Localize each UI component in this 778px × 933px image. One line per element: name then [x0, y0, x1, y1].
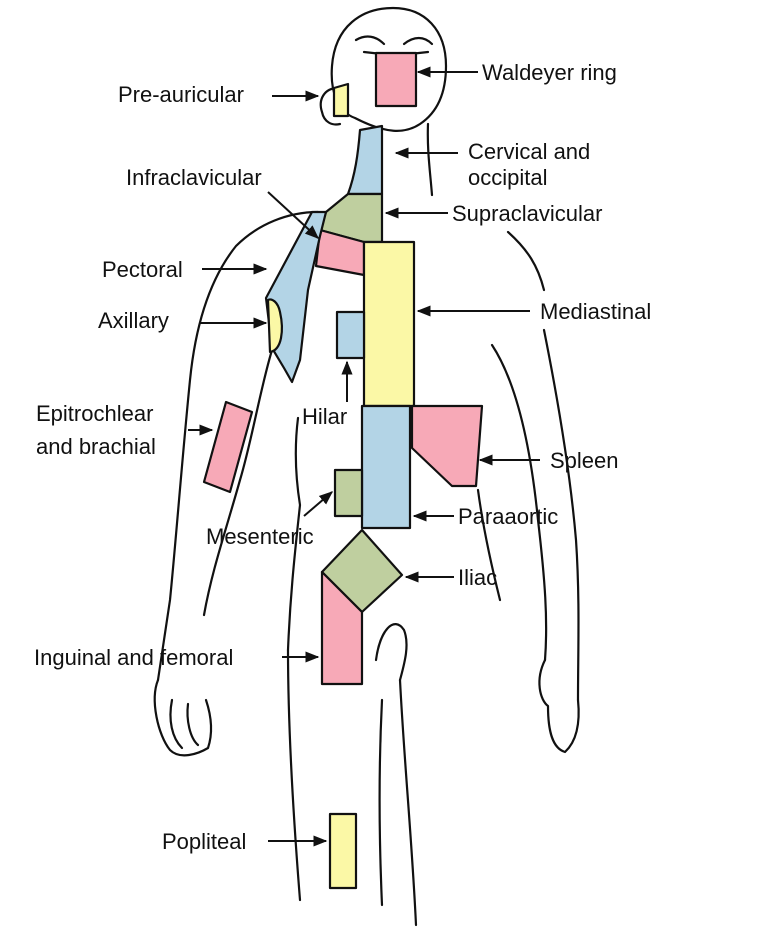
- region-mesenteric: [333, 468, 364, 518]
- left-ear: [319, 86, 342, 126]
- eyebrow-left: [354, 35, 386, 46]
- neck-right: [426, 122, 434, 197]
- leader-arrows: [188, 66, 540, 847]
- left-leg-inner: [378, 698, 384, 907]
- right-shoulder-top: [506, 230, 546, 292]
- left-torso-side: [286, 416, 302, 652]
- region-pre-auricular: [332, 82, 350, 118]
- eyebrow-right: [402, 36, 434, 46]
- label-paraaortic: Paraaortic: [458, 504, 558, 529]
- left-shoulder-arm-outer: [156, 210, 320, 682]
- region-hilar: [335, 310, 366, 360]
- region-inguinal-femoral: [320, 570, 364, 686]
- label-cervical-line1: Cervical and: [468, 139, 590, 164]
- region-mediastinal: [362, 240, 416, 408]
- label-epitrochlear-line1: Epitrochlear: [36, 401, 153, 426]
- region-waldeyer-ring: [374, 51, 418, 108]
- head-outline: [330, 6, 448, 132]
- region-epitrochlear-brachial: [202, 400, 254, 494]
- region-paraaortic: [360, 404, 412, 530]
- label-spleen: Spleen: [550, 448, 619, 473]
- label-axillary: Axillary: [98, 308, 169, 333]
- left-finger-2: [186, 702, 200, 747]
- left-arm-inner: [202, 348, 274, 617]
- region-cervical-occipital: [346, 124, 384, 196]
- label-mesenteric: Mesenteric: [206, 524, 314, 549]
- label-iliac: Iliac: [458, 565, 497, 590]
- node-labels: Waldeyer ring Pre-auricular Cervical and…: [34, 60, 651, 854]
- label-infraclavicular: Infraclavicular: [126, 165, 262, 190]
- left-hand: [153, 678, 213, 757]
- crotch: [374, 623, 408, 682]
- label-hilar: Hilar: [302, 404, 347, 429]
- region-popliteal: [328, 812, 358, 890]
- region-spleen: [410, 404, 484, 488]
- right-leg-inner: [398, 678, 418, 927]
- left-leg-outer: [286, 648, 302, 902]
- label-popliteal: Popliteal: [162, 829, 246, 854]
- arrow-infraclavicular: [267, 191, 320, 239]
- right-arm-outer: [542, 328, 580, 702]
- right-waist: [476, 488, 502, 602]
- label-waldeyer-ring: Waldeyer ring: [482, 60, 617, 85]
- arrow-mesenteric: [303, 491, 334, 517]
- label-inguinal-femoral: Inguinal and femoral: [34, 645, 233, 670]
- body-outline: [153, 6, 580, 927]
- label-pre-auricular: Pre-auricular: [118, 82, 244, 107]
- label-epitrochlear-line2: and brachial: [36, 434, 156, 459]
- left-finger-1: [169, 698, 184, 750]
- region-axillary: [266, 298, 283, 354]
- label-mediastinal: Mediastinal: [540, 299, 651, 324]
- label-cervical-line2: occipital: [468, 165, 547, 190]
- right-arm-inner: [490, 343, 548, 662]
- lymph-node-regions: [202, 51, 484, 890]
- label-pectoral: Pectoral: [102, 257, 183, 282]
- label-supraclavicular: Supraclavicular: [452, 201, 602, 226]
- right-hand: [538, 658, 580, 754]
